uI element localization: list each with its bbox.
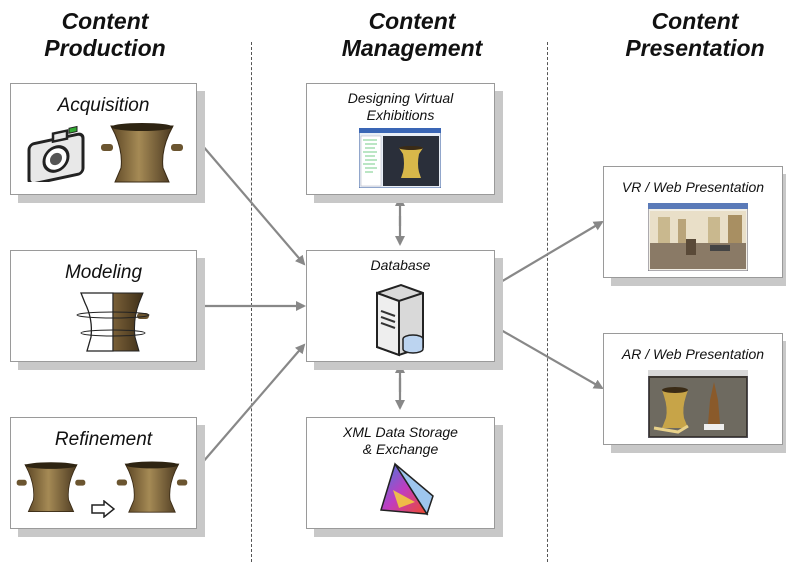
mortar-model-wireframe: [76, 292, 150, 352]
modeling-box: Modeling: [10, 250, 197, 362]
right-arrow-icon: [91, 500, 115, 518]
mortar-after: [116, 461, 188, 513]
column-divider-left: [251, 42, 252, 562]
ar-presentation-box: AR / Web Presentation: [603, 333, 783, 445]
designing-label: Designing Virtual Exhibitions: [347, 90, 454, 123]
arrow-refinement-to-database: [195, 343, 306, 471]
modeling-label: Modeling: [64, 262, 143, 283]
designing-exhibitions-box: Designing Virtual Exhibitions: [306, 83, 495, 195]
xml-label: XML Data Storage & Exchange: [343, 424, 458, 457]
ar-screenshot: [648, 370, 748, 438]
server-icon: [376, 283, 424, 357]
column-title-production: Content Production: [44, 8, 166, 61]
column-title-presentation: Content Presentation: [625, 8, 765, 61]
mortar-before: [16, 462, 86, 513]
vr-screenshot: [648, 203, 748, 271]
database-box: Database: [306, 250, 495, 362]
xml-storage-box: XML Data Storage & Exchange: [306, 417, 495, 529]
arrow-acquisition-to-database: [195, 137, 306, 266]
mortar-object: [101, 123, 183, 183]
database-label: Database: [370, 257, 431, 273]
refinement-label: Refinement: [54, 429, 153, 450]
ar-label: AR / Web Presentation: [621, 346, 765, 362]
arrow-database-to-ar: [493, 325, 604, 389]
column-divider-right: [547, 42, 548, 562]
refinement-box: Refinement: [10, 417, 197, 529]
column-title-management: Content Management: [341, 8, 483, 61]
exhibition-editor-screenshot: [359, 128, 441, 188]
acquisition-label: Acquisition: [57, 95, 150, 116]
xml-prism-icon: [380, 462, 434, 516]
arrow-database-to-vr: [493, 220, 604, 287]
vr-label: VR / Web Presentation: [621, 179, 765, 195]
camera-icon: [27, 125, 85, 182]
acquisition-box: Acquisition: [10, 83, 197, 195]
vr-presentation-box: VR / Web Presentation: [603, 166, 783, 278]
